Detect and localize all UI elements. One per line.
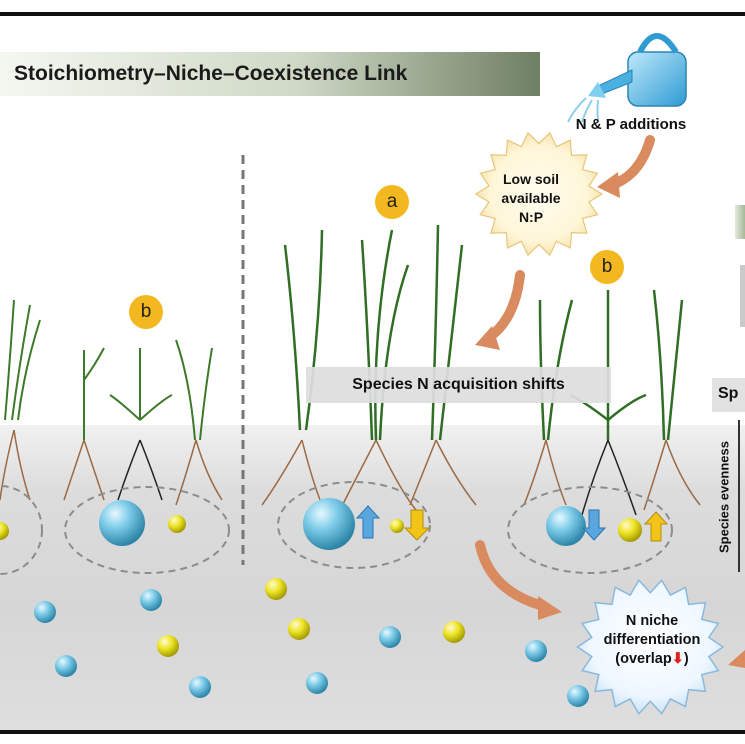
niche-ellipse-center xyxy=(277,481,431,569)
side-panel-box xyxy=(740,265,745,327)
root-systems xyxy=(0,429,701,516)
yellow-ball xyxy=(265,578,287,600)
blue-ball-large xyxy=(546,506,586,546)
up-arrow-icon xyxy=(643,511,669,542)
curved-arrow-to-niche xyxy=(475,540,545,610)
frame-bottom-border xyxy=(0,730,745,734)
soil-np-line-1: Low soil xyxy=(503,171,559,187)
yellow-ball xyxy=(168,515,186,533)
blue-ball xyxy=(34,601,56,623)
soil-np-label: Low soil available N:P xyxy=(476,170,586,227)
yellow-ball xyxy=(443,621,465,643)
evenness-axis-label: Species evenness xyxy=(716,440,732,554)
badge-a: a xyxy=(375,185,409,219)
arrow-head xyxy=(475,326,500,350)
plant-group-left xyxy=(4,299,213,441)
blue-ball xyxy=(525,640,547,662)
niche-ellipse-left xyxy=(64,486,230,574)
arrow-head xyxy=(597,172,620,198)
side-panel-title-fragment: Sp xyxy=(718,385,739,402)
blue-ball xyxy=(55,655,77,677)
red-down-arrow-icon: ⬇ xyxy=(671,651,684,667)
blue-ball xyxy=(189,676,211,698)
watering-can-icon xyxy=(588,33,687,107)
niche-line-3-text: (overlap xyxy=(615,651,672,667)
niche-label: N niche differentiation (overlap⬇) xyxy=(591,612,713,669)
blue-ball xyxy=(140,589,162,611)
blue-ball xyxy=(379,626,401,648)
badge-b-left: b xyxy=(129,295,163,329)
yellow-ball xyxy=(0,522,9,540)
side-panel-header xyxy=(735,205,745,239)
yellow-ball xyxy=(618,518,642,542)
niche-line-1: N niche xyxy=(625,613,679,629)
frame-top-border xyxy=(0,12,745,16)
niche-ellipse-left-edge xyxy=(0,485,43,575)
yellow-ball xyxy=(390,519,404,533)
niche-line-2: differentiation xyxy=(603,632,701,648)
evenness-y-axis xyxy=(738,420,740,572)
niche-line-3: (overlap⬇) xyxy=(615,651,689,667)
arrow-head xyxy=(538,596,562,620)
shift-label-box: Species N acquisition shifts xyxy=(306,367,611,403)
blue-ball-large xyxy=(99,500,145,546)
side-panel-title-box: Sp xyxy=(712,378,745,412)
blue-ball xyxy=(306,672,328,694)
up-arrow-icon xyxy=(355,505,381,539)
badge-b-right: b xyxy=(590,250,624,284)
title-banner: Stoichiometry–Niche–Coexistence Link xyxy=(0,52,540,96)
np-additions-label: N & P additions xyxy=(575,116,687,133)
niche-burst-shape xyxy=(576,578,725,716)
down-arrow-icon xyxy=(581,509,607,541)
arrow-head-right xyxy=(728,650,745,668)
yellow-ball xyxy=(288,618,310,640)
blue-ball xyxy=(567,685,589,707)
sun-burst-icon xyxy=(474,131,604,257)
yellow-ball xyxy=(157,635,179,657)
down-arrow-icon xyxy=(403,509,431,541)
niche-ellipse-right xyxy=(507,486,673,574)
diagram-title: Stoichiometry–Niche–Coexistence Link xyxy=(14,62,408,85)
soil-np-line-2: available xyxy=(501,190,561,206)
plant-group-center xyxy=(283,224,684,441)
blue-ball-large xyxy=(303,498,355,550)
water-spray-lines xyxy=(567,97,599,123)
shift-label: Species N acquisition shifts xyxy=(352,376,565,393)
soil-np-line-3: N:P xyxy=(518,209,544,225)
